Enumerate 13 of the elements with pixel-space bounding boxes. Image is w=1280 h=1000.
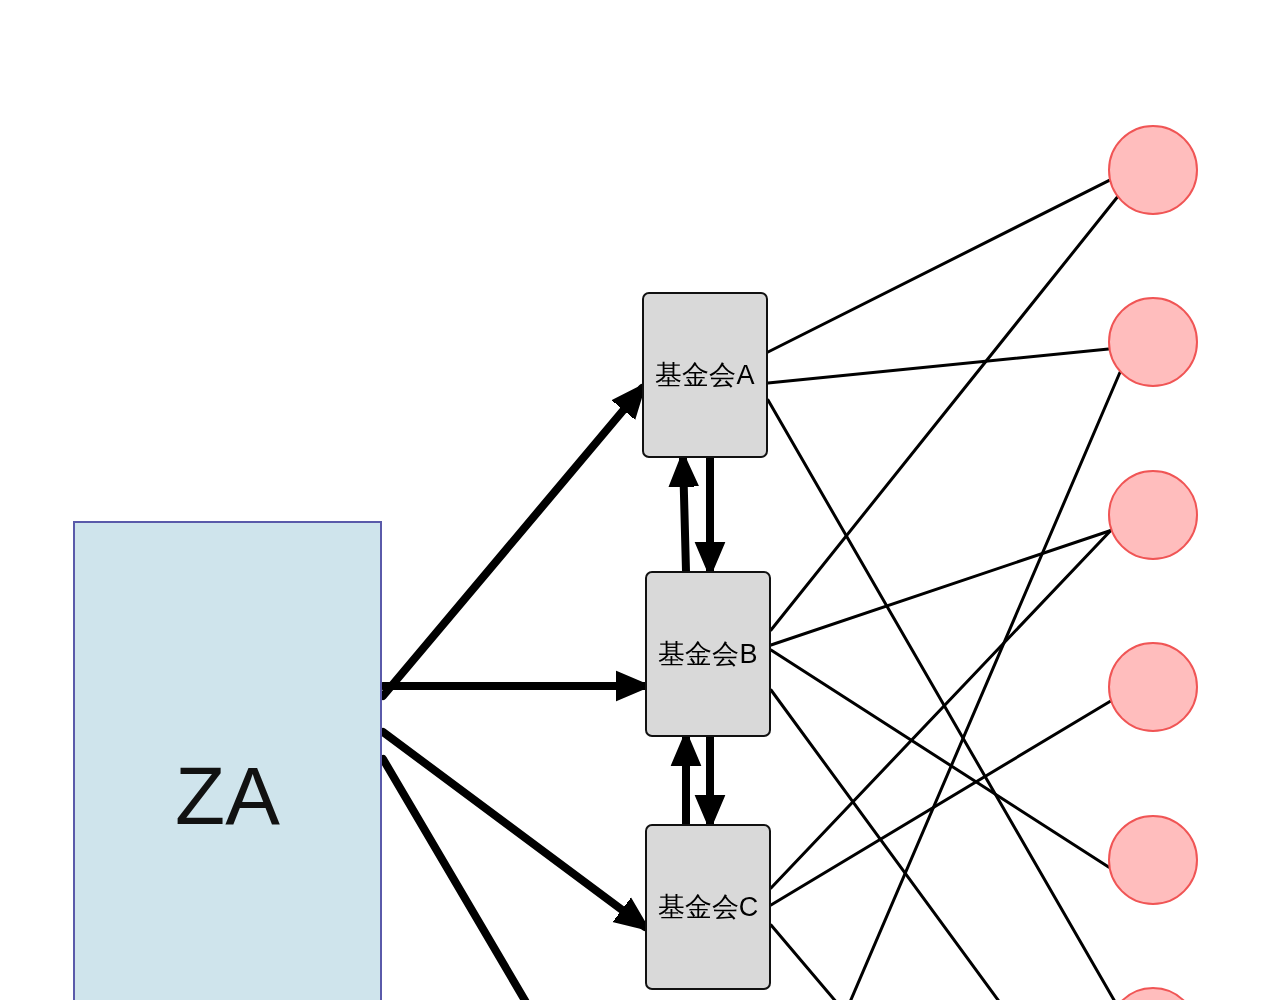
connector-line <box>766 178 1111 354</box>
connector-line <box>769 529 1113 647</box>
box-label: 基金会C <box>657 891 759 924</box>
foundation-box <box>645 571 771 737</box>
box-label: 基金会B <box>658 638 758 671</box>
connector-line <box>769 195 1119 632</box>
foundation-box <box>645 824 771 990</box>
box-label: 基金会A <box>655 359 755 392</box>
foundation-box <box>642 292 768 458</box>
box-label: ZA <box>175 749 280 843</box>
connector-line <box>769 699 1112 907</box>
connector-line <box>769 529 1113 890</box>
organization-box <box>73 521 382 1000</box>
